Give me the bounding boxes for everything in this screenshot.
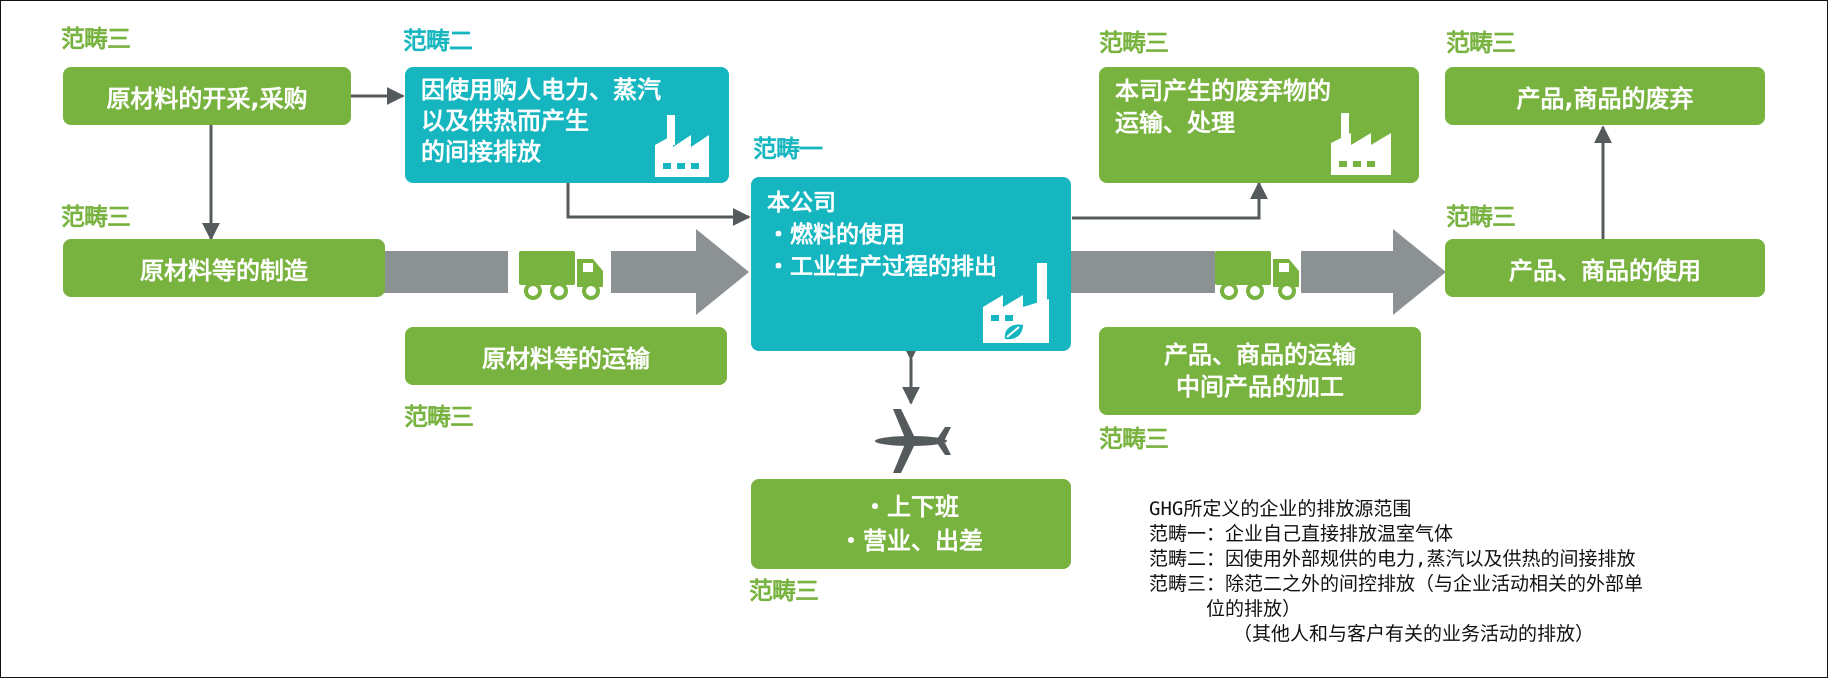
legend-scope1: 范畴一：企业自己直接排放温室气体 [1149, 523, 1454, 545]
box-raw-mining: 原材料的开采,采购 [63, 67, 351, 125]
box-company-line: ・工业生产过程的排出 [767, 254, 997, 280]
scope-label-company: 范畴一 [753, 135, 823, 163]
legend-scope3-note: （其他人和与客户有关的业务活动的排放） [1233, 623, 1595, 645]
box-commute: ・上下班 ・营业、出差 [751, 479, 1071, 569]
truck-icon [519, 251, 603, 300]
box-product-disposal-label: 产品,商品的废弃 [1516, 84, 1694, 113]
flow-arrow-right [1071, 229, 1446, 315]
arrow-company-to-waste [1072, 181, 1268, 220]
box-indirect-emission: 因使用购人电力、蒸汽 以及供热而产生 的间接排放 [405, 67, 729, 183]
box-product-transport-line: 产品、商品的运输 [1164, 341, 1356, 369]
box-waste-line: 本司产生的废弃物的 [1115, 77, 1331, 105]
legend-scope2: 范畴二：因使用外部规供的电力,蒸汽以及供热的间接排放 [1149, 548, 1636, 570]
scope-label-product-disposal: 范畴三 [1446, 29, 1516, 57]
scope-label-raw-mining: 范畴三 [61, 25, 131, 53]
factory-icon [1331, 113, 1391, 175]
scope-label-waste: 范畴三 [1099, 29, 1169, 57]
scope-label-raw-transport: 范畴三 [404, 403, 474, 431]
box-company-line: ・燃料的使用 [767, 222, 905, 248]
box-waste-line: 运输、处理 [1115, 109, 1235, 137]
box-indirect-line: 的间接排放 [421, 138, 541, 166]
legend: GHG所定义的企业的排放源范围 范畴一：企业自己直接排放温室气体 范畴二：因使用… [1149, 497, 1643, 647]
leaf-factory-icon [983, 263, 1049, 343]
box-raw-manufacture-label: 原材料等的制造 [140, 256, 308, 285]
box-product-transport: 产品、商品的运输 中间产品的加工 [1099, 327, 1421, 415]
box-commute-line: ・上下班 [863, 493, 959, 521]
box-raw-transport-label: 原材料等的运输 [482, 344, 650, 373]
scope-label-product-transport: 范畴三 [1099, 425, 1169, 453]
legend-scope3: 范畴三：除范二之外的间控排放（与企业活动相关的外部单 [1149, 573, 1644, 595]
truck-icon [1215, 251, 1299, 300]
legend-scope3-cont: 位的排放） [1206, 598, 1302, 620]
box-product-use: 产品、商品的使用 [1445, 239, 1765, 297]
factory-icon [655, 115, 709, 177]
box-indirect-line: 以及供热而产生 [421, 107, 589, 135]
box-indirect-line: 因使用购人电力、蒸汽 [421, 76, 661, 104]
legend-title: GHG所定义的企业的排放源范围 [1149, 498, 1412, 520]
box-commute-line: ・营业、出差 [839, 527, 983, 555]
box-waste: 本司产生的废弃物的 运输、处理 [1099, 67, 1419, 183]
box-company-line: 本公司 [767, 190, 836, 216]
box-product-disposal: 产品,商品的废弃 [1445, 67, 1765, 125]
scope-label-product-use: 范畴三 [1446, 203, 1516, 231]
box-product-transport-line: 中间产品的加工 [1176, 373, 1344, 401]
flow-arrow-left [384, 229, 749, 315]
box-product-use-label: 产品、商品的使用 [1509, 256, 1701, 285]
scope-label-raw-manufacture: 范畴三 [61, 203, 131, 231]
airplane-icon [875, 409, 951, 473]
box-raw-manufacture: 原材料等的制造 [63, 239, 385, 297]
scope-label-commute: 范畴三 [749, 577, 819, 605]
arrow-indirect-to-company [566, 183, 751, 226]
box-raw-mining-label: 原材料的开采,采购 [106, 84, 308, 113]
box-raw-transport: 原材料等的运输 [405, 327, 727, 385]
scope-label-indirect: 范畴二 [403, 27, 473, 55]
box-company: 本公司 ・燃料的使用 ・工业生产过程的排出 [751, 177, 1071, 351]
